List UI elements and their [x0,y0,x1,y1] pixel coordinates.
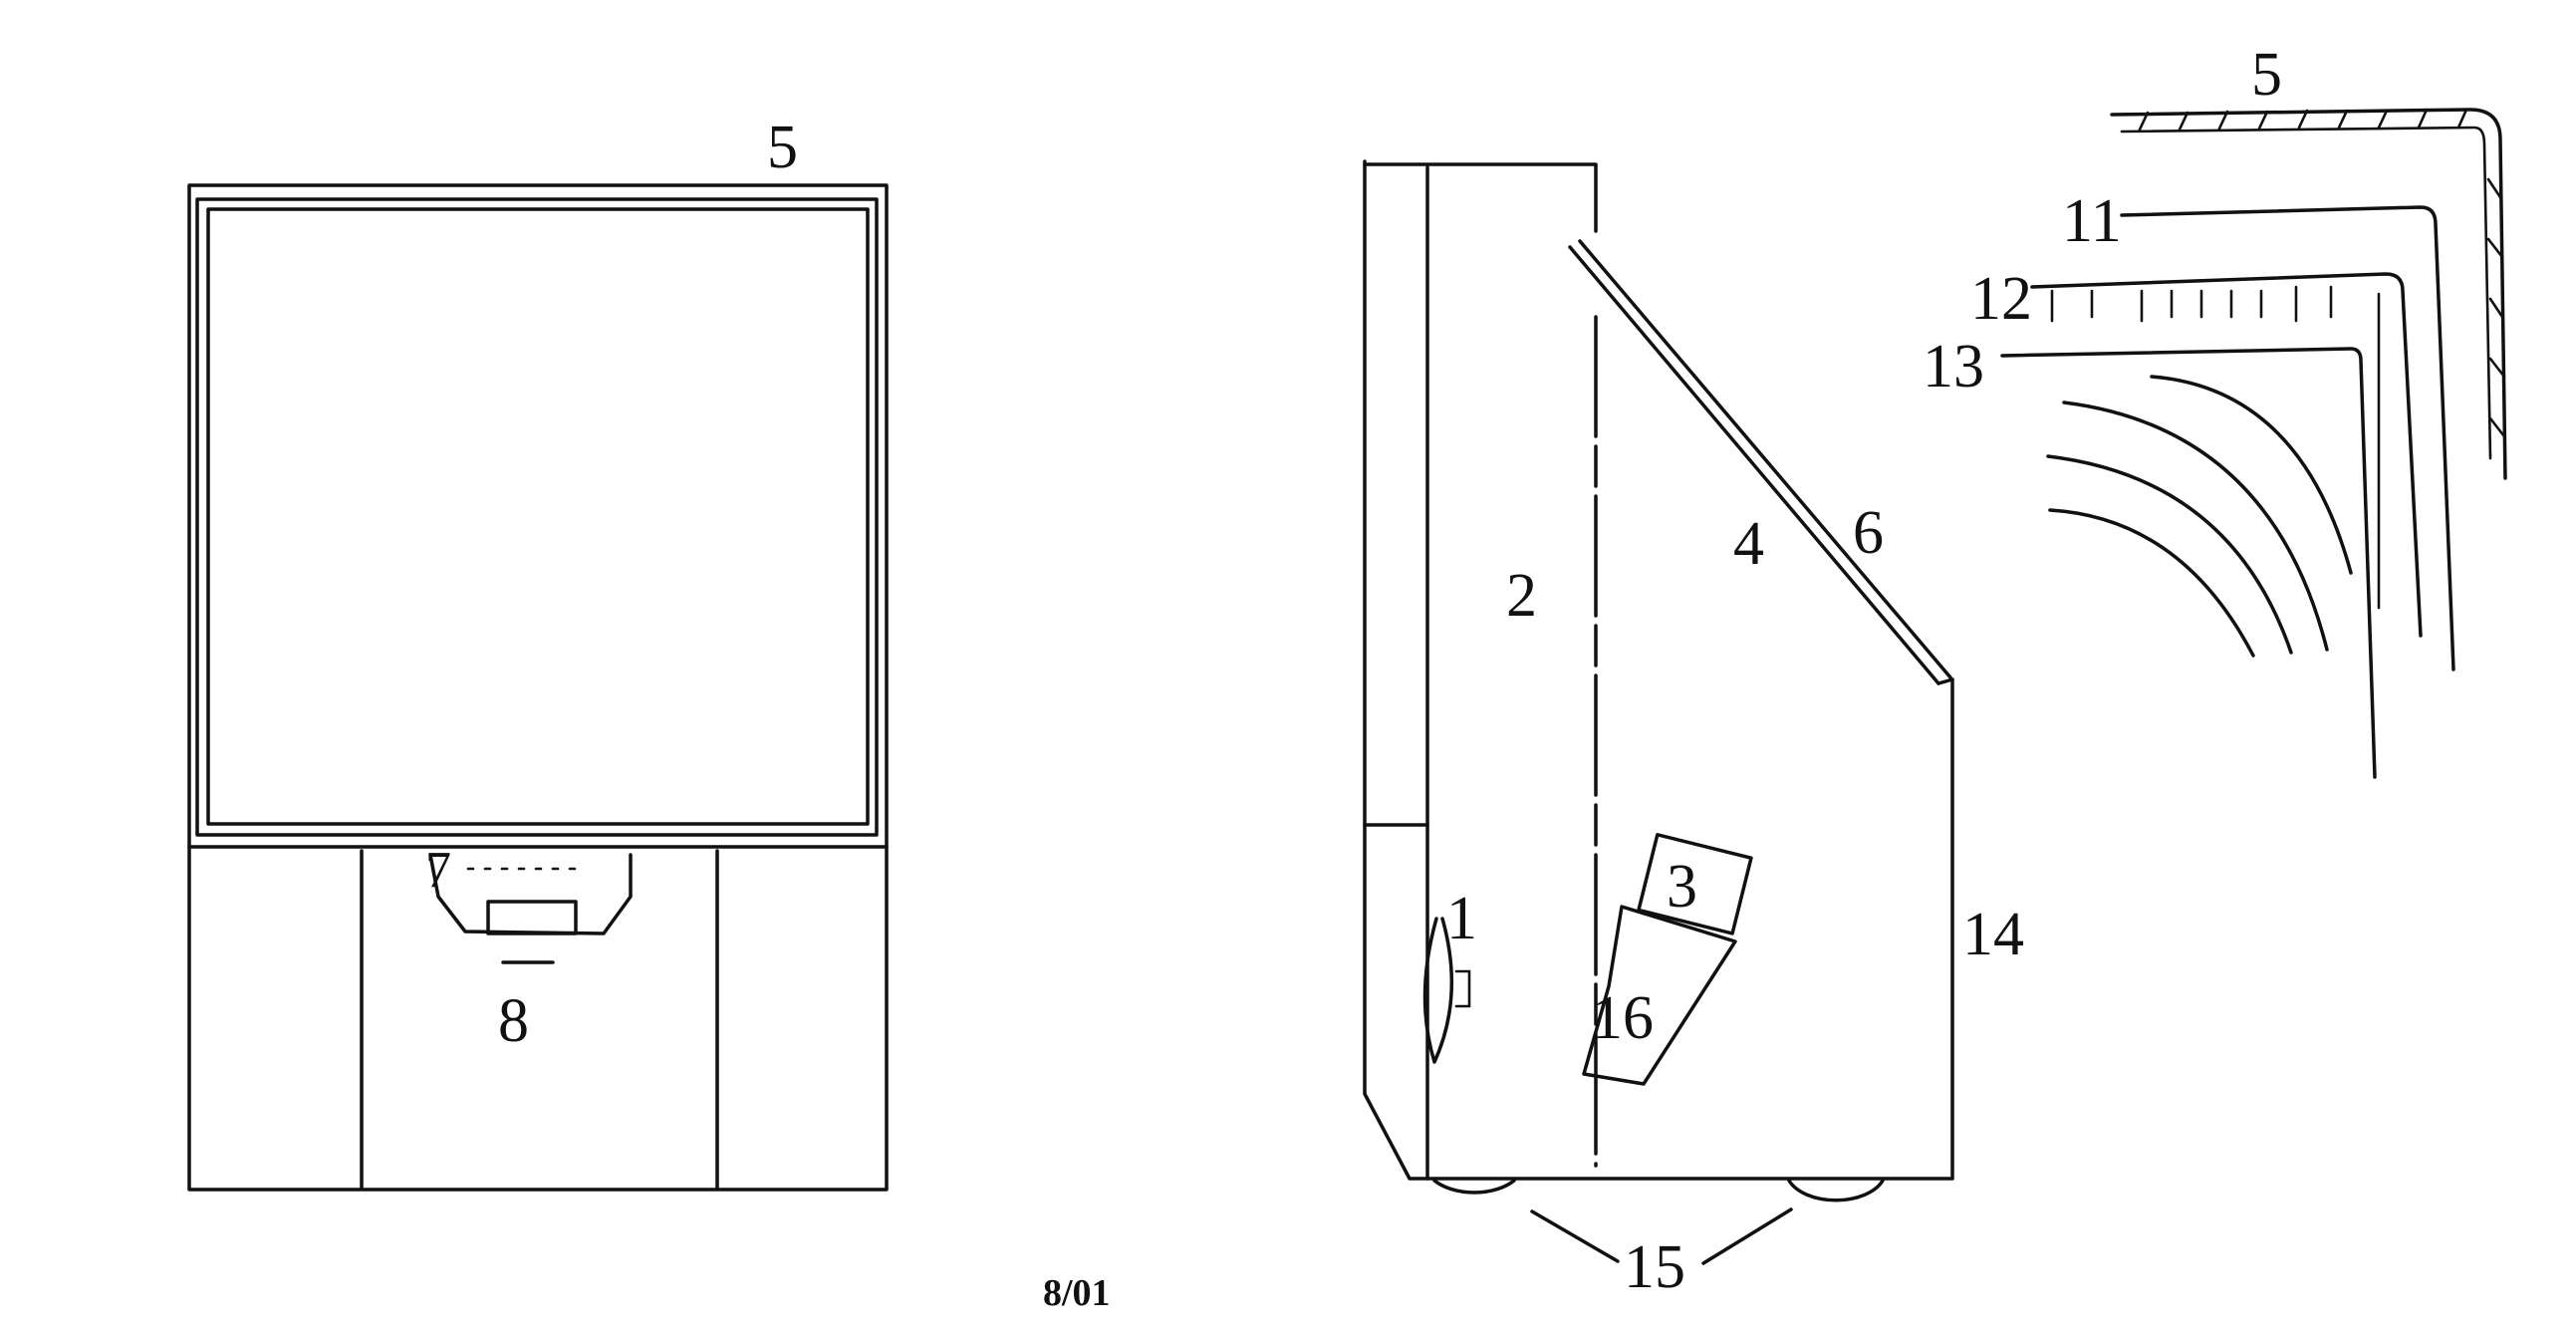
wheel-left [1432,1179,1516,1195]
label-15-leader-right [1701,1207,1793,1265]
wheel-right [1787,1179,1885,1202]
projector-body [1582,905,1737,1086]
cabinet-top-outline [1363,162,1598,233]
top-panel-outer [2110,108,2507,480]
label-15-leader-left [1530,1209,1620,1263]
layer-11-line [2120,205,2455,671]
screen-frame-outer [195,197,879,837]
label-4: 4 [1733,510,1764,578]
label-7: 7 [425,842,451,899]
lens-curve-1 [2150,375,2353,575]
front-cabinet-outline [187,183,889,1192]
top-panel-inner [2120,126,2492,460]
top-panel-hatching [2138,108,2506,438]
front-view: 5 7 8 [187,114,889,1192]
cabinet-back-outline [1363,159,1954,1181]
projector-lens-box [1637,833,1753,935]
label-14: 14 [1962,901,2024,968]
layer-13-line [2000,347,2377,779]
mirror-cap [1936,677,1954,685]
label-6: 6 [1853,499,1884,567]
lens-curve-2 [2062,400,2329,652]
speaker-bracket [1454,969,1471,1008]
label-11: 11 [2062,187,2122,255]
label-5-detail: 5 [2251,41,2282,109]
mirror-line-inner [1578,239,1952,679]
label-1: 1 [1446,885,1477,952]
lens-curve-3 [2046,454,2293,655]
label-8: 8 [498,987,529,1055]
label-5-front: 5 [767,114,798,181]
speaker-arc [1422,917,1453,1064]
mirror-line-outer [1568,245,1940,685]
label-16: 16 [1592,984,1654,1052]
lens-curve-4 [2048,508,2255,658]
screen-frame-inner [206,207,870,826]
detail-view: 5 11 12 13 [1923,41,2507,779]
page-number: 8/01 [1043,1272,1111,1314]
label-2: 2 [1506,562,1537,630]
layer-12-line [2030,272,2423,638]
layer-12-ticks [2050,285,2381,610]
side-view: 1 2 3 4 6 14 15 16 [1363,159,2024,1301]
label-3: 3 [1667,853,1697,921]
control-panel-slot [486,900,578,935]
label-12: 12 [1970,265,2032,333]
label-13: 13 [1923,333,1984,400]
label-15: 15 [1624,1233,1685,1301]
control-panel [428,853,633,935]
